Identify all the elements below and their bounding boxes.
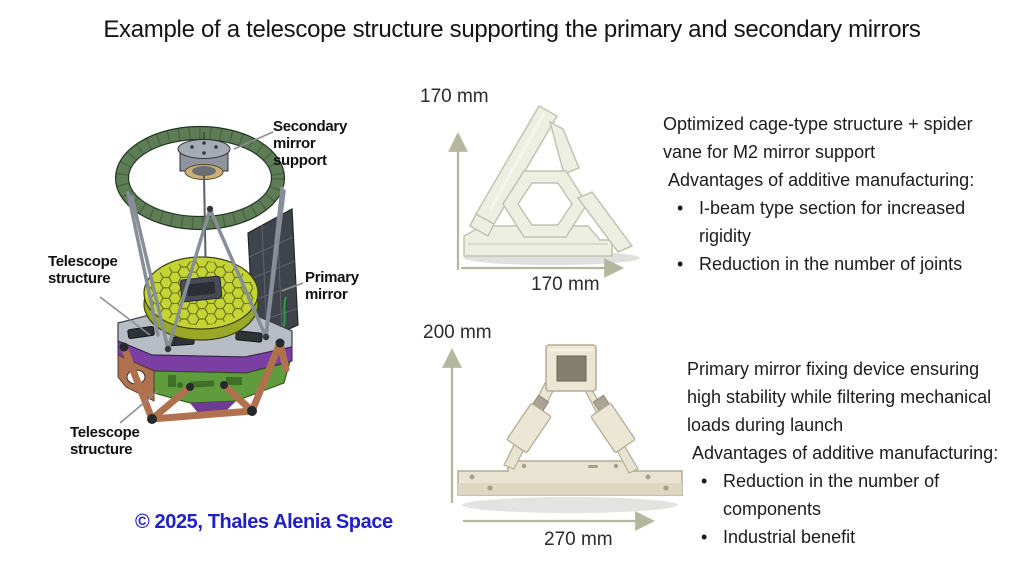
copyright-notice: © 2025, Thales Alenia Space — [135, 511, 393, 533]
cage-structure-body — [463, 104, 634, 257]
leader-lines — [99, 131, 304, 424]
fixing-advantages-heading: Advantages of additive manufacturing: — [692, 443, 999, 463]
dim-height-part2: 200 mm — [423, 322, 492, 343]
label-secondary-mirror-support: Secondary mirror support — [273, 118, 347, 169]
cage-structure-photo — [463, 104, 640, 265]
primary-mirror-disc — [143, 256, 259, 341]
dim-width-part2: 270 mm — [544, 529, 613, 550]
page-title: Example of a telescope structure support… — [103, 16, 921, 43]
cage-structure-description: Optimized cage-type structure + spider v… — [663, 114, 973, 162]
strut-joint — [262, 333, 270, 341]
list-item: Reduction in the number of joints — [677, 250, 1003, 278]
telescope-illustration — [99, 125, 304, 424]
fixing-device-photo — [457, 344, 683, 513]
support-legs — [120, 339, 290, 423]
secondary-ring — [114, 125, 286, 231]
dim-height-part1: 170 mm — [420, 86, 489, 107]
label-telescope-structure-upper: Telescope structure — [48, 253, 118, 287]
dim-width-part1: 170 mm — [531, 274, 600, 295]
secondary-mirror — [177, 132, 231, 286]
strut-joint — [206, 205, 214, 213]
list-item: I-beam type section for increased rigidi… — [677, 194, 1003, 250]
list-item: Reduction in the number of components — [701, 467, 1017, 523]
mirror-center-fixture — [179, 275, 223, 303]
label-primary-mirror: Primary mirror — [305, 269, 359, 303]
fixing-advantages-list: Reduction in the number of components In… — [687, 467, 1017, 551]
spider-struts — [126, 186, 286, 351]
fixing-device-description: Primary mirror fixing device ensuring hi… — [687, 359, 992, 435]
leg-joints — [119, 338, 285, 424]
strut-joint — [164, 345, 172, 353]
cage-advantages-list: I-beam type section for increased rigidi… — [663, 194, 1003, 278]
fixing-device-text-block: Primary mirror fixing device ensuring hi… — [687, 355, 1017, 551]
part-shadow — [462, 497, 678, 513]
label-telescope-structure-lower: Telescope structure — [70, 424, 140, 458]
list-item: Industrial benefit — [701, 523, 1017, 551]
cage-advantages-heading: Advantages of additive manufacturing: — [668, 170, 975, 190]
cage-structure-text-block: Optimized cage-type structure + spider v… — [663, 110, 1003, 278]
bolt-holes — [469, 463, 669, 491]
highlight — [488, 113, 546, 211]
fixing-device-body — [457, 344, 683, 496]
green-arrow-mark — [282, 296, 287, 330]
